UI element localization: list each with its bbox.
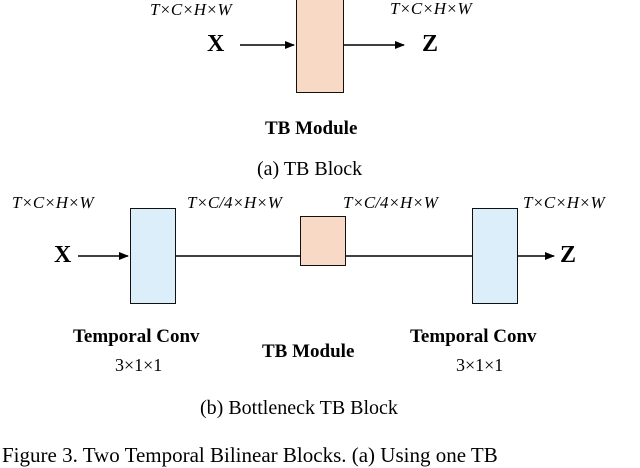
figure-caption: Figure 3. Two Temporal Bilinear Blocks. … <box>2 443 498 467</box>
output-z-b: Z <box>560 242 577 268</box>
input-x-b: X <box>54 242 72 268</box>
tb-module-box-b <box>300 216 346 266</box>
temporal-conv-box-2 <box>472 208 518 304</box>
temporal-conv-kernel-2: 3×1×1 <box>456 355 504 375</box>
caption-b: (b) Bottleneck TB Block <box>200 397 398 419</box>
dim-b-mid2: T×C/4×H×W <box>343 193 438 212</box>
tb-module-label-b: TB Module <box>262 341 355 362</box>
dim-b-mid1: T×C/4×H×W <box>187 193 282 212</box>
dim-a-in: T×C×H×W <box>150 0 232 19</box>
temporal-conv-label-2: Temporal Conv <box>410 326 537 347</box>
tb-module-box-a <box>296 0 344 93</box>
temporal-conv-box-1 <box>130 208 176 304</box>
dim-b-in: T×C×H×W <box>12 193 94 212</box>
input-x-a: X <box>207 31 225 57</box>
dim-a-out: T×C×H×W <box>390 0 472 18</box>
output-z-a: Z <box>422 31 439 57</box>
temporal-conv-kernel-1: 3×1×1 <box>115 355 163 375</box>
caption-a: (a) TB Block <box>257 158 363 180</box>
arrows-layer <box>78 41 555 260</box>
tb-module-label-a: TB Module <box>265 118 358 139</box>
dim-b-out: T×C×H×W <box>523 193 605 212</box>
temporal-conv-label-1: Temporal Conv <box>73 326 200 347</box>
